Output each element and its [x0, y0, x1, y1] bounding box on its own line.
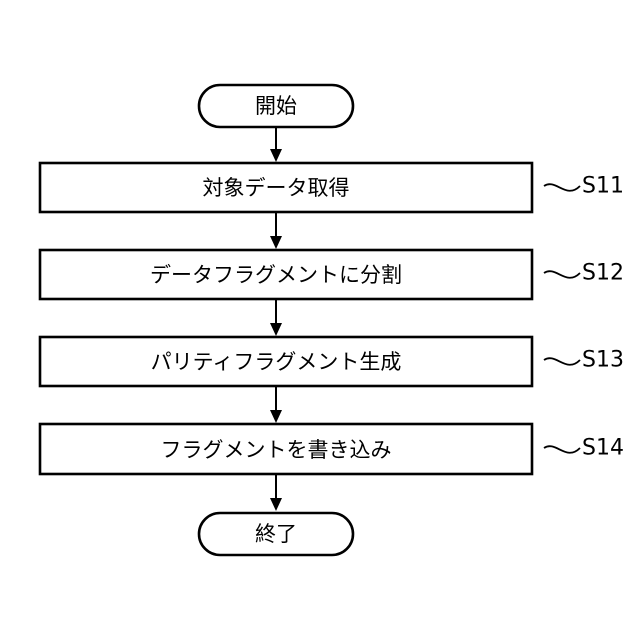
- process-step-s12: データフラグメントに分割 S12: [40, 250, 624, 299]
- step-label-s11: 対象データ取得: [203, 176, 350, 200]
- step-label-s14: フラグメントを書き込み: [161, 438, 392, 462]
- connector-s11-s12: [270, 212, 282, 249]
- step-id-s11: S11: [582, 174, 624, 199]
- connector-s12-s13: [270, 299, 282, 336]
- step-label-s13: パリティフラグメント生成: [151, 350, 402, 374]
- step-label-s12: データフラグメントに分割: [150, 263, 402, 287]
- connector-s13-s14: [270, 386, 282, 423]
- process-step-s13: パリティフラグメント生成 S13: [40, 337, 624, 386]
- step-id-s12: S12: [582, 261, 624, 286]
- process-step-s14: フラグメントを書き込み S14: [40, 424, 624, 474]
- connector-s14-end: [270, 474, 282, 511]
- step-id-s13: S13: [582, 348, 624, 373]
- end-terminal: 終了: [199, 513, 353, 555]
- start-label: 開始: [255, 94, 297, 118]
- process-step-s11: 対象データ取得 S11: [40, 163, 624, 212]
- connector-start-s11: [270, 127, 282, 162]
- start-terminal: 開始: [199, 85, 353, 127]
- end-label: 終了: [255, 522, 297, 546]
- step-id-s14: S14: [582, 436, 624, 461]
